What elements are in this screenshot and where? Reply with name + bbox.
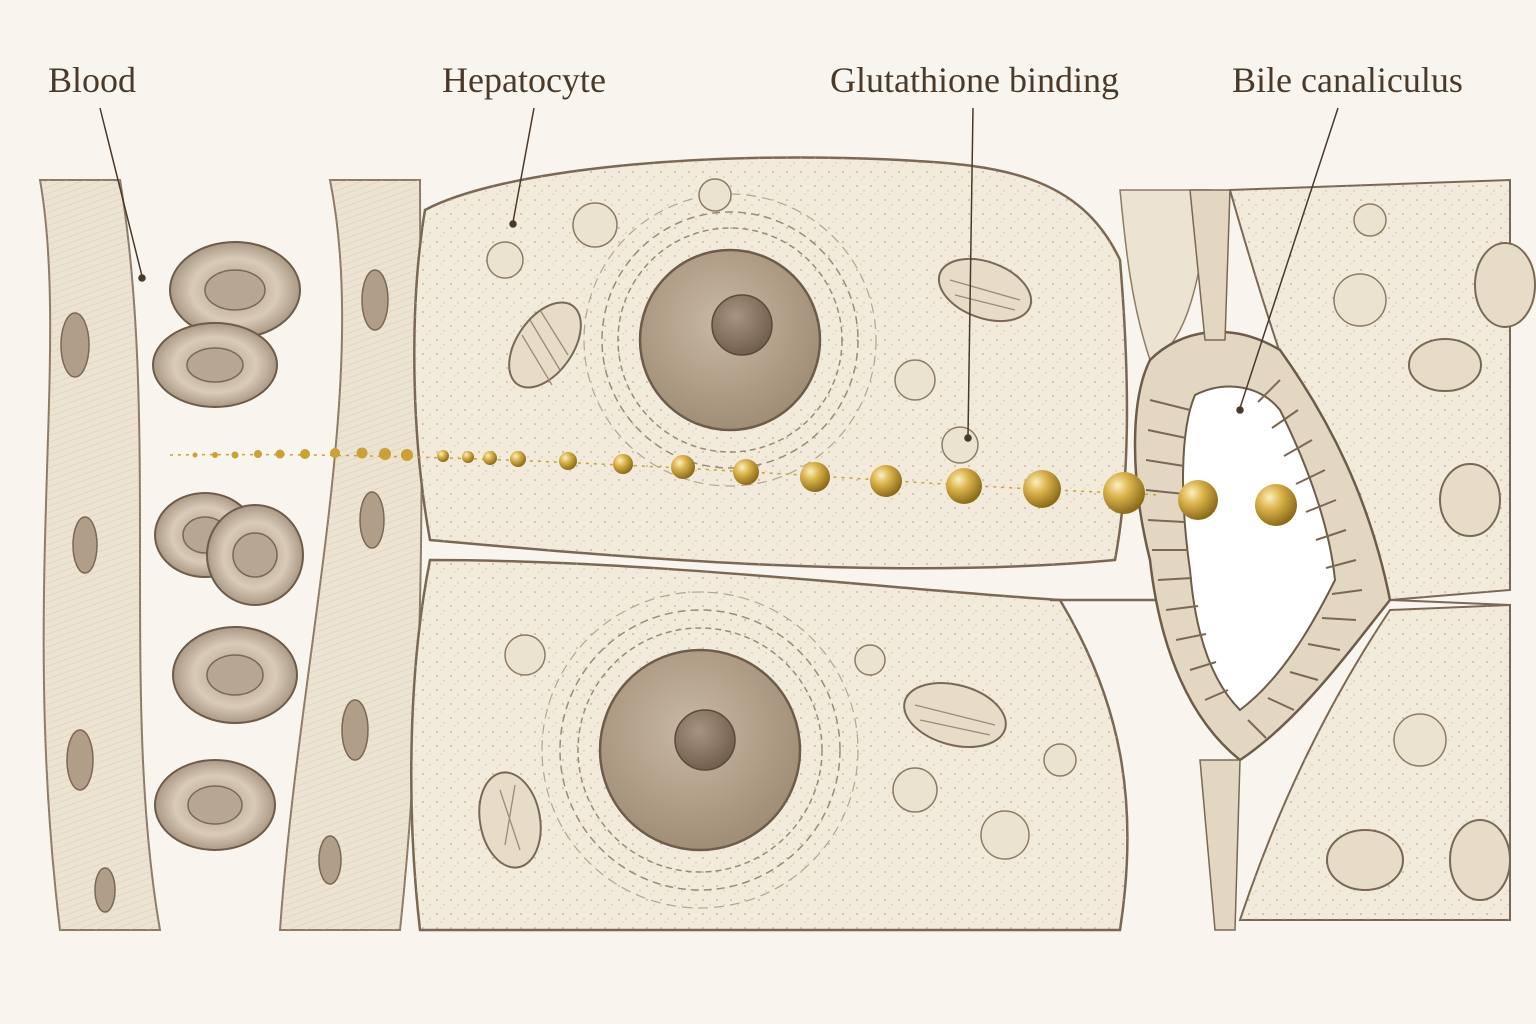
gold-sphere-icon: [800, 462, 830, 492]
rbc-icon: [206, 504, 304, 606]
transport-path: [169, 447, 1161, 496]
gold-sphere-icon: [613, 454, 633, 474]
label-glutathione-binding: Glutathione binding: [830, 60, 1119, 100]
gold-sphere-icon: [437, 450, 449, 462]
gold-sphere-icon: [733, 459, 759, 485]
bile-canaliculus: [1133, 189, 1392, 931]
gold-sphere-icon: [510, 451, 526, 467]
gold-sphere-icon: [870, 465, 902, 497]
nucleus-lower: [541, 591, 859, 909]
gold-sphere-icon: [1103, 472, 1145, 514]
rbc-icon: [154, 759, 276, 851]
gold-sphere-icon: [1023, 470, 1061, 508]
rbc-icon: [152, 322, 278, 408]
red-blood-cells: [152, 241, 304, 851]
gold-sphere-icon: [483, 451, 497, 465]
gold-sphere-icon: [462, 451, 474, 463]
blood-vessel: [38, 179, 423, 931]
gold-sphere-icon: [1178, 480, 1218, 520]
label-blood: Blood: [48, 60, 137, 100]
glutathione-particles: [437, 450, 1297, 526]
gold-sphere-icon: [671, 455, 695, 479]
leader-lines: [99, 107, 1339, 442]
label-hepatocyte: Hepatocyte: [442, 60, 606, 100]
gold-sphere-icon: [946, 468, 982, 504]
nucleus-upper: [583, 193, 877, 487]
rbc-icon: [172, 626, 298, 724]
gold-sphere-icon: [1255, 484, 1297, 526]
gold-sphere-icon: [559, 452, 577, 470]
rbc-icon: [169, 241, 301, 339]
label-bile-canaliculus: Bile canaliculus: [1232, 60, 1463, 100]
hepatocytes: [410, 156, 1536, 932]
